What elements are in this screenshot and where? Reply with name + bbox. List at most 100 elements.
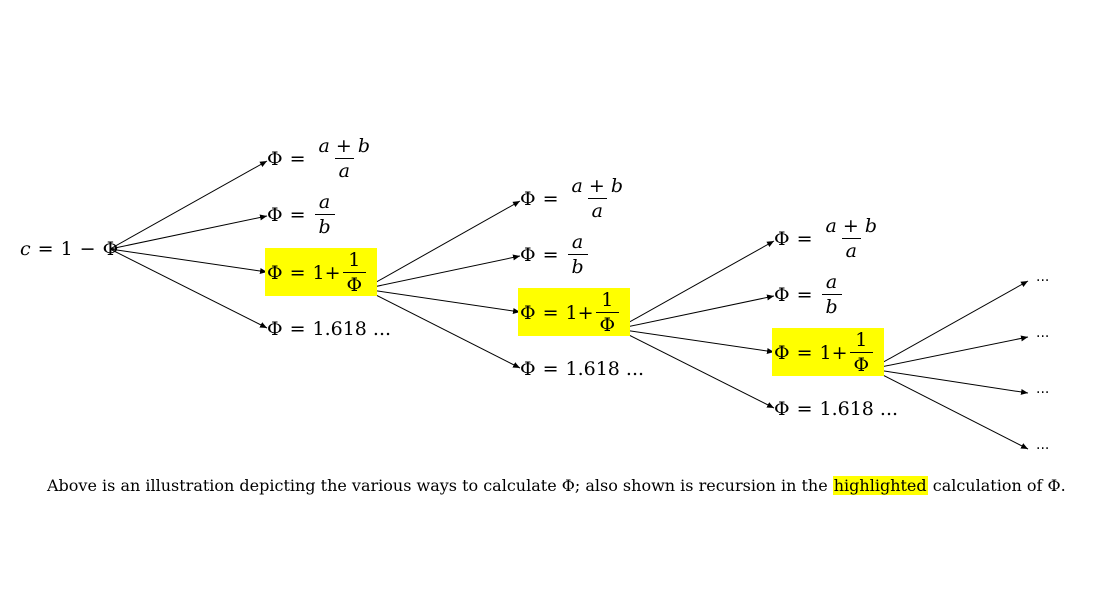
fraction-a-plus-b-over-a-level-1-numerator: a + b — [318, 135, 371, 157]
caption: Above is an illustration depicting the v… — [47, 474, 1066, 498]
fraction-a-over-b-level-3-denominator: b — [821, 294, 842, 317]
arrow-to-recursive-level-3 — [616, 328, 775, 354]
formula-recursive-level-3-equals: = — [796, 341, 813, 364]
formula-recursive-level-1-phi: Φ — [267, 261, 283, 284]
fraction-a-over-b-level-2-denominator: b — [567, 254, 588, 277]
formula-decimal-value-level-1: 1.618 ... — [312, 318, 392, 340]
formula-recursive-one-level-2: 1 — [565, 301, 578, 324]
formula-a-plus-b-over-a-level-3-equals: = — [796, 227, 813, 250]
formula-decimal-level-1-equals: = — [289, 318, 306, 340]
continuation-ellipsis-4: ... — [1036, 437, 1050, 453]
root-formula: c = 1 − Φ — [20, 238, 118, 260]
formula-a-over-b-level-2-phi: Φ — [520, 243, 536, 266]
formula-decimal-level-3: Φ = 1.618 ... — [774, 398, 898, 420]
formula-recursive-level-2-equals: = — [542, 301, 559, 324]
formula-decimal-level-3-equals: = — [796, 398, 813, 420]
fraction-a-plus-b-over-a-level-2-numerator: a + b — [571, 175, 624, 197]
formula-a-over-b-level-2-equals: = — [542, 243, 559, 266]
arrow-to-recursive-level-2 — [363, 288, 521, 314]
arrow-to-a-plus-b-over-a-level-1 — [109, 160, 268, 250]
formula-a-over-b-level-1-equals: = — [289, 203, 306, 226]
continuation-ellipsis-2: ... — [1036, 325, 1050, 341]
arrow-to-decimal-level-1 — [109, 248, 268, 329]
fraction-one-over-phi-level-2-denominator: Φ — [595, 312, 620, 335]
fraction-one-over-phi-level-3-numerator: 1 — [855, 329, 868, 351]
fraction-a-plus-b-over-a-level-3-numerator: a + b — [825, 215, 878, 237]
arrow-to-a-plus-b-over-a-level-2 — [363, 200, 521, 290]
arrow-to-decimal-level-3 — [616, 328, 775, 409]
arrow-to-continuation-3 — [870, 368, 1029, 395]
formula-decimal-level-1: Φ = 1.618 ... — [267, 318, 391, 340]
caption-highlighted-word: highlighted — [832, 476, 928, 495]
arrow-to-continuation-2 — [870, 335, 1029, 370]
continuation-ellipsis-1: ... — [1036, 269, 1050, 285]
arrow-to-decimal-level-2 — [363, 288, 521, 369]
formula-recursive-level-1-equals: = — [289, 261, 306, 284]
formula-a-plus-b-over-a-level-2-phi: Φ — [520, 187, 536, 210]
caption-text-before: Above is an illustration depicting the v… — [47, 476, 833, 495]
formula-recursive-level-3-phi: Φ — [774, 341, 790, 364]
fraction-a-plus-b-over-a-level-3-denominator: a — [841, 238, 861, 261]
continuation-ellipsis-3: ... — [1036, 381, 1050, 397]
fraction-one-over-phi-level-1-denominator: Φ — [342, 272, 367, 295]
formula-decimal-value-level-3: 1.618 ... — [819, 398, 899, 420]
formula-a-plus-b-over-a-level-3-phi: Φ — [774, 227, 790, 250]
formula-recursive-plus-level-2: + — [577, 301, 594, 324]
formula-decimal-level-3-phi: Φ — [774, 398, 790, 420]
root-equals: = — [37, 238, 54, 260]
formula-recursive-plus-level-1: + — [324, 261, 341, 284]
formula-recursive-level-2-phi: Φ — [520, 301, 536, 324]
caption-text-after: calculation of Φ. — [927, 476, 1066, 495]
root-c: c — [20, 238, 31, 260]
formula-recursive-one-level-1: 1 — [312, 261, 325, 284]
root-phi: Φ — [102, 238, 119, 260]
fraction-a-plus-b-over-a-level-1-denominator: a — [334, 158, 354, 181]
formula-decimal-level-1-phi: Φ — [267, 318, 283, 340]
formula-decimal-level-2-phi: Φ — [520, 358, 536, 380]
formula-a-over-b-level-1-phi: Φ — [267, 203, 283, 226]
formula-decimal-level-2: Φ = 1.618 ... — [520, 358, 644, 380]
fraction-one-over-phi-level-1-numerator: 1 — [348, 249, 361, 271]
formula-a-over-b-level-3-equals: = — [796, 283, 813, 306]
formula-a-plus-b-over-a-level-1-phi: Φ — [267, 147, 283, 170]
arrow-to-a-over-b-level-3 — [616, 294, 775, 330]
fraction-a-plus-b-over-a-level-2-denominator: a — [587, 198, 607, 221]
arrow-to-a-over-b-level-2 — [363, 254, 521, 290]
root-one: 1 — [60, 238, 73, 260]
formula-a-plus-b-over-a-level-2-equals: = — [542, 187, 559, 210]
formula-recursive-plus-level-3: + — [831, 341, 848, 364]
fraction-a-over-b-level-1-denominator: b — [314, 214, 335, 237]
arrow-to-continuation-1 — [870, 280, 1029, 370]
arrow-to-recursive-level-1 — [109, 248, 268, 274]
formula-decimal-value-level-2: 1.618 ... — [565, 358, 645, 380]
formula-a-over-b-level-3-phi: Φ — [774, 283, 790, 306]
fraction-a-over-b-level-1-numerator: a — [318, 191, 331, 213]
fraction-a-over-b-level-2-numerator: a — [571, 231, 584, 253]
fraction-one-over-phi-level-2-numerator: 1 — [601, 289, 614, 311]
formula-decimal-level-2-equals: = — [542, 358, 559, 380]
arrow-to-continuation-4 — [870, 368, 1029, 450]
root-minus: − — [79, 238, 96, 260]
fraction-one-over-phi-level-3-denominator: Φ — [849, 352, 874, 375]
formula-recursive-one-level-3: 1 — [819, 341, 832, 364]
